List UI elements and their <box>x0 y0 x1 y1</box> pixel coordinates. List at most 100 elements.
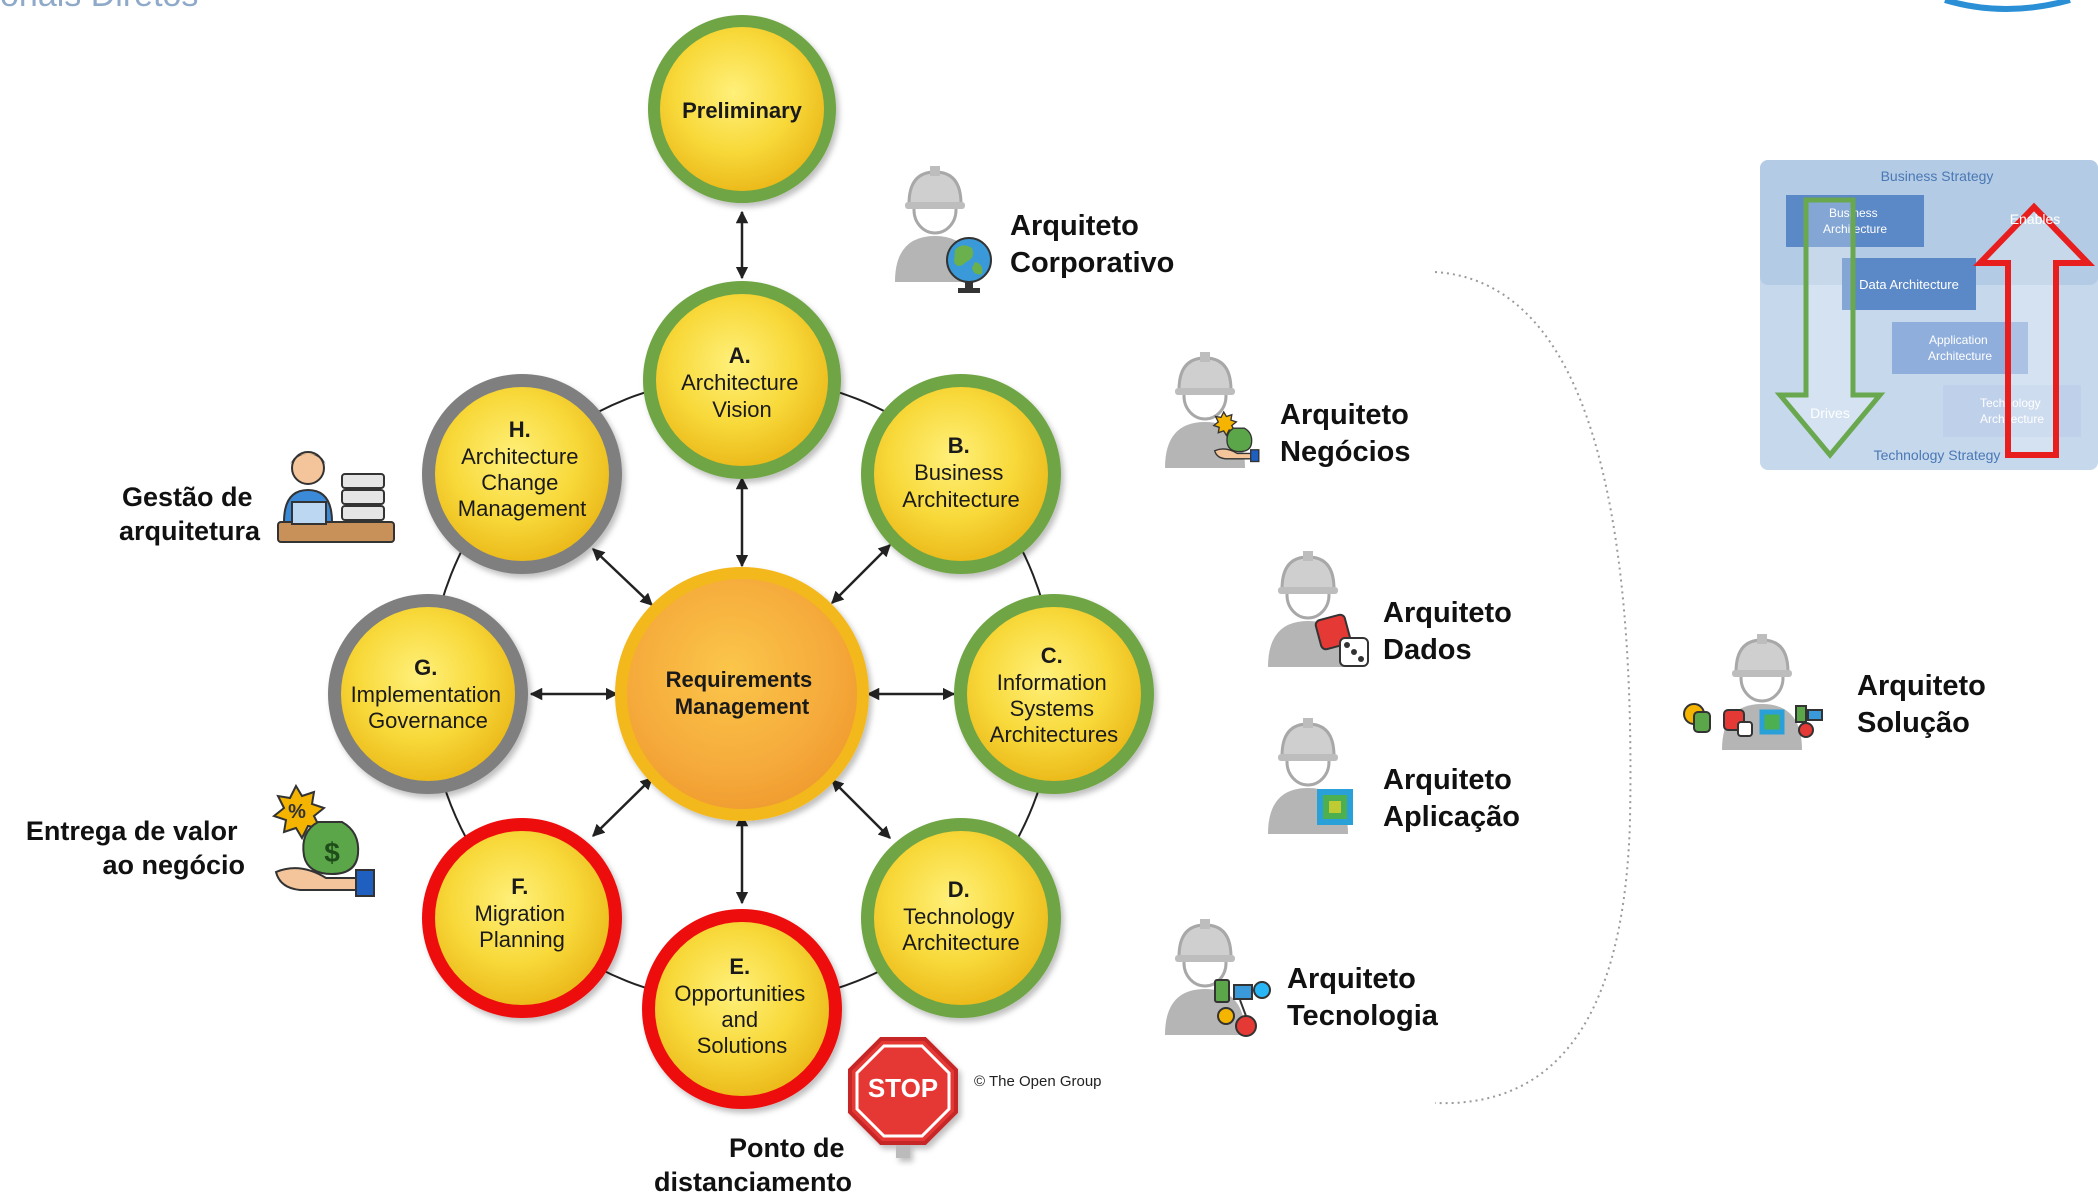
phase-h-line-3: Management <box>458 496 586 521</box>
entrega-label-line-2: ao negócio <box>102 850 245 880</box>
svg-text:Ponto de distanciamento: Ponto de distanciamento <box>654 1133 852 1195</box>
svg-text:Arquiteto Dados: Arquiteto Dados <box>1383 597 1520 666</box>
stop-sign-icon <box>848 1037 958 1158</box>
phase-c-letter: C. <box>1041 643 1063 668</box>
phase-f-line-1: Migration <box>475 901 565 926</box>
ponto-label-line-2: distanciamento <box>654 1167 852 1195</box>
brand-text: onais Diretos <box>0 0 198 14</box>
phase-e-line-3: Solutions <box>697 1033 788 1058</box>
brand-logo-icon <box>1944 0 2071 12</box>
svg-text:$: $ <box>324 837 340 868</box>
gestao-label-line-1: Gestão de <box>122 482 253 512</box>
svg-text:Arquiteto Tecnologia: Arquiteto Tecnologia <box>1287 963 1439 1032</box>
svg-text:F. Migration Planning: F. Migration Planning <box>475 874 570 952</box>
role-tecnologia-line-1: Arquiteto <box>1287 963 1416 995</box>
ponto-label-line-1: Ponto de <box>729 1133 845 1163</box>
role-negocios-line-1: Arquiteto <box>1280 399 1409 431</box>
role-aplicacao-line-2: Aplicação <box>1383 801 1520 833</box>
phase-b-letter: B. <box>948 433 970 458</box>
role-solucao-line-1: Arquiteto <box>1857 670 1986 702</box>
phase-c-line-2: Systems <box>1010 696 1094 721</box>
money-bag-icon <box>1212 410 1260 463</box>
phase-preliminary <box>648 15 836 203</box>
mini-application-line-1: Application <box>1929 333 1988 347</box>
phase-g-line-2: Governance <box>368 708 488 733</box>
role-dados-line-1: Arquiteto <box>1383 597 1512 629</box>
stop-sign-text: STOP <box>868 1073 938 1103</box>
network-devices-icon <box>1795 705 1807 723</box>
copyright-text: © The Open Group <box>974 1073 1102 1090</box>
center-line-1: Requirements <box>666 667 813 692</box>
globe-icon <box>946 237 992 293</box>
gestao-label-line-2: arquitetura <box>119 516 261 546</box>
phase-a-architecture-vision <box>643 281 841 479</box>
phase-h-architecture-change <box>422 374 622 574</box>
phase-e-line-2: and <box>721 1007 758 1032</box>
phase-b-line-2: Architecture <box>902 487 1019 512</box>
solution-icons <box>1683 703 1823 738</box>
svg-text:Arquiteto Aplicação: Arquiteto Aplicação <box>1383 764 1520 833</box>
role-corporativo-line-1: Arquiteto <box>1010 210 1139 242</box>
mini-business-strategy: Business Strategy <box>1881 168 1994 184</box>
phase-e-opportunities-solutions <box>642 909 842 1109</box>
mini-technology-strategy: Technology Strategy <box>1874 447 2001 463</box>
phase-c-information-systems <box>954 594 1154 794</box>
enables-arrow-icon <box>1972 202 2096 458</box>
center-line-2: Management <box>675 694 810 719</box>
phase-a-line-1: Architecture <box>681 370 798 395</box>
entrega-label-line-1: Entrega de valor <box>26 816 238 846</box>
phase-a-line-2: Vision <box>712 397 772 422</box>
role-dados-line-2: Dados <box>1383 634 1472 666</box>
svg-text:Entrega de valor ao negóci: Entrega de valor ao negócio <box>26 816 245 880</box>
phase-b-line-1: Business <box>914 460 1003 485</box>
money-bag-icon: % $ <box>271 783 375 897</box>
svg-text:Arquiteto Corporativo: Arquiteto Corporativo <box>1010 210 1174 279</box>
phase-h-line-2: Change <box>481 470 558 495</box>
network-devices-icon <box>1214 979 1271 1037</box>
requirements-management <box>615 567 869 821</box>
drives-arrow-icon <box>1774 197 1886 459</box>
phase-f-migration-planning <box>422 818 622 1018</box>
hard-hat-worker-icon <box>1266 549 1350 669</box>
svg-text:G. Implementation Gove: G. Implementation Governance <box>351 655 506 733</box>
svg-text:B. Business Architectu: B. Business Architecture <box>902 433 1019 512</box>
svg-text:C. Information Systems: C. Information Systems Architectures <box>990 643 1118 747</box>
phase-d-letter: D. <box>948 877 970 902</box>
role-corporativo-line-2: Corporativo <box>1010 247 1174 279</box>
adm-arrows <box>529 210 956 905</box>
phase-a-letter: A. <box>729 343 751 368</box>
phase-g-letter: G. <box>414 655 437 680</box>
role-aplicacao-line-1: Arquiteto <box>1383 764 1512 796</box>
phase-h-line-1: Architecture <box>461 444 578 469</box>
phase-preliminary-label: Preliminary <box>682 98 803 123</box>
svg-text:Requirements Management: Requirements Management <box>666 667 819 719</box>
phase-d-technology-architecture <box>861 818 1061 1018</box>
svg-text:Gestão de arquitetura: Gestão de arquitetura <box>119 482 261 546</box>
phase-g-line-1: Implementation <box>351 682 501 707</box>
svg-text:Application Architecture: Application Architecture <box>1928 333 1992 363</box>
phase-f-letter: F. <box>511 874 528 899</box>
phase-c-line-3: Architectures <box>990 722 1118 747</box>
chip-icon <box>1317 789 1353 825</box>
svg-text:A. Architecture Vision: A. Architecture Vision <box>681 343 803 422</box>
phase-g-implementation-governance <box>328 594 528 794</box>
phase-d-line-1: Technology <box>903 904 1014 929</box>
svg-text:Arquiteto Solução: Arquiteto Solução <box>1857 670 1994 739</box>
role-negocios-line-2: Negócios <box>1280 436 1411 468</box>
mini-technology-line-2: Architecture <box>1980 412 2044 426</box>
mini-drives-label: Drives <box>1810 405 1850 421</box>
chip-icon <box>1759 709 1785 735</box>
mini-enables-label: Enables <box>2010 211 2061 227</box>
phase-h-letter: H. <box>509 417 531 442</box>
mini-data-architecture: Data Architecture <box>1859 277 1959 292</box>
mini-application-line-2: Architecture <box>1928 349 1992 363</box>
role-solucao-line-2: Solução <box>1857 707 1970 739</box>
phase-e-line-1: Opportunities <box>674 981 805 1006</box>
svg-text:Arquiteto Negócios: Arquiteto Negócios <box>1280 399 1417 468</box>
phase-b-business-architecture <box>861 374 1061 574</box>
phase-d-line-2: Architecture <box>902 930 1019 955</box>
dice-icon <box>1314 613 1369 667</box>
phase-f-line-2: Planning <box>479 927 565 952</box>
roles-bracket <box>1434 271 1632 1105</box>
